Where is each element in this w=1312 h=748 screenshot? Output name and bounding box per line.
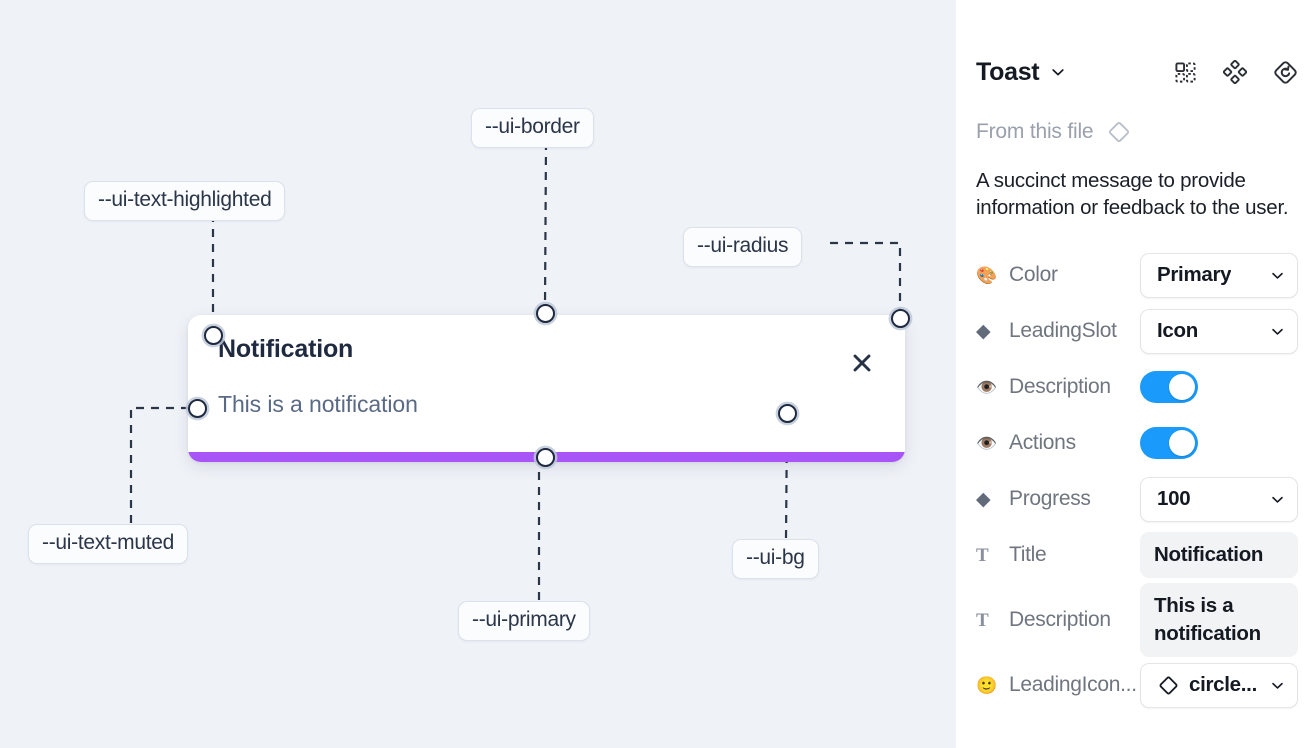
chevron-down-icon — [1262, 492, 1285, 507]
leading-slot-select[interactable]: Icon — [1140, 308, 1298, 354]
handle-node-text-muted[interactable] — [188, 399, 207, 418]
page-title: Toast — [976, 57, 1040, 86]
property-label-group: 👁️ Description — [976, 375, 1140, 399]
color-select[interactable]: Primary — [1140, 252, 1298, 298]
panel-header-actions — [1172, 59, 1298, 85]
property-control: Primary — [1140, 252, 1298, 298]
progress-select-value: 100 — [1157, 487, 1191, 510]
variants-cluster-icon[interactable] — [1222, 59, 1248, 85]
annotation-chip-ui-radius[interactable]: --ui-radius — [683, 227, 803, 267]
property-row-leading-icon: 🙂 LeadingIcon... circle... — [976, 657, 1298, 713]
property-control — [1140, 427, 1298, 459]
property-label-group: ◆ LeadingSlot — [976, 319, 1140, 343]
progress-select[interactable]: 100 — [1140, 476, 1298, 522]
property-label: Description — [1009, 608, 1111, 631]
property-label: Progress — [1009, 487, 1091, 510]
toggle-knob — [1169, 430, 1195, 456]
panel-header: Toast — [976, 52, 1298, 92]
property-row-color: 🎨 Color Primary — [976, 247, 1298, 303]
property-row-actions-visible: 👁️ Actions — [976, 415, 1298, 471]
property-control: Icon — [1140, 308, 1298, 354]
handle-node-text-highlighted[interactable] — [204, 326, 223, 345]
chevron-down-icon — [1262, 678, 1285, 693]
design-canvas[interactable]: Notification This is a notification --ui… — [0, 0, 956, 748]
chevron-down-icon[interactable] — [1050, 64, 1066, 80]
text-type-icon: T — [976, 544, 989, 566]
color-select-value: Primary — [1157, 263, 1232, 286]
property-label: LeadingIcon... — [1009, 673, 1137, 696]
property-label: LeadingSlot — [1009, 319, 1117, 342]
property-label-group: ◆ Progress — [976, 487, 1140, 511]
eye-emoji-icon: 👁️ — [976, 433, 998, 453]
property-label-group: 🎨 Color — [976, 263, 1140, 287]
handle-node-radius[interactable] — [891, 309, 910, 328]
text-type-icon: T — [976, 609, 989, 631]
chevron-down-icon — [1262, 324, 1285, 339]
chevron-down-icon — [1262, 268, 1285, 283]
property-control: 100 — [1140, 476, 1298, 522]
property-label: Description — [1009, 375, 1111, 398]
property-label: Actions — [1009, 431, 1076, 454]
property-row-title: T Title Notification — [976, 527, 1298, 583]
toggle-knob — [1169, 374, 1195, 400]
close-icon[interactable] — [847, 348, 877, 378]
actions-toggle[interactable] — [1140, 427, 1198, 459]
leading-icon-select-value: circle... — [1189, 673, 1257, 696]
property-label: Title — [1009, 543, 1047, 566]
property-row-leading-slot: ◆ LeadingSlot Icon — [976, 303, 1298, 359]
smiley-emoji-icon: 🙂 — [976, 675, 998, 695]
title-input[interactable]: Notification — [1140, 532, 1298, 578]
property-label: Color — [1009, 263, 1058, 286]
annotation-chip-ui-bg[interactable]: --ui-bg — [732, 539, 819, 579]
property-label-group: 🙂 LeadingIcon... — [976, 673, 1140, 697]
eye-emoji-icon: 👁️ — [976, 377, 998, 397]
handle-node-border[interactable] — [536, 304, 555, 323]
annotation-chip-ui-text-muted[interactable]: --ui-text-muted — [28, 524, 189, 564]
leading-slot-select-value: Icon — [1157, 319, 1198, 342]
annotation-chip-ui-text-highlighted[interactable]: --ui-text-highlighted — [84, 181, 286, 221]
property-row-progress: ◆ Progress 100 — [976, 471, 1298, 527]
diamond-filled-icon: ◆ — [976, 488, 991, 510]
leading-icon-select[interactable]: circle... — [1140, 662, 1298, 708]
handle-node-primary[interactable] — [536, 448, 555, 467]
diamond-outline-icon — [1157, 674, 1180, 697]
palette-emoji-icon: 🎨 — [976, 265, 998, 285]
diamond-outline-icon[interactable] — [1106, 119, 1132, 145]
property-label-group: T Title — [976, 543, 1140, 567]
component-grid-icon[interactable] — [1172, 59, 1198, 85]
from-this-file-label: From this file — [976, 120, 1094, 143]
property-label-group: 👁️ Actions — [976, 431, 1140, 455]
property-control: circle... — [1140, 662, 1298, 708]
property-control: This is a notification — [1140, 583, 1298, 657]
from-this-file-row: From this file — [976, 118, 1298, 146]
toast-description: This is a notification — [218, 391, 418, 417]
toast-preview-card[interactable]: Notification This is a notification — [188, 315, 905, 462]
title-input-value: Notification — [1154, 543, 1264, 566]
property-control — [1140, 371, 1298, 403]
diamond-filled-icon: ◆ — [976, 320, 991, 342]
property-row-description-visible: 👁️ Description — [976, 359, 1298, 415]
handle-node-bg[interactable] — [778, 404, 797, 423]
description-input-value: This is a notification — [1154, 594, 1261, 645]
properties-panel: Toast — [956, 0, 1312, 748]
annotation-chip-ui-primary[interactable]: --ui-primary — [458, 601, 590, 641]
property-label-group: T Description — [976, 608, 1140, 632]
component-description: A succinct message to provide informatio… — [976, 169, 1289, 219]
property-list: 🎨 Color Primary ◆ LeadingSlot — [976, 247, 1298, 713]
reset-diamond-icon[interactable] — [1272, 59, 1298, 85]
annotation-chip-ui-border[interactable]: --ui-border — [471, 108, 594, 148]
property-control: Notification — [1140, 532, 1298, 578]
toast-title: Notification — [218, 335, 354, 363]
property-row-description-text: T Description This is a notification — [976, 583, 1298, 657]
description-toggle[interactable] — [1140, 371, 1198, 403]
description-input[interactable]: This is a notification — [1140, 583, 1298, 657]
